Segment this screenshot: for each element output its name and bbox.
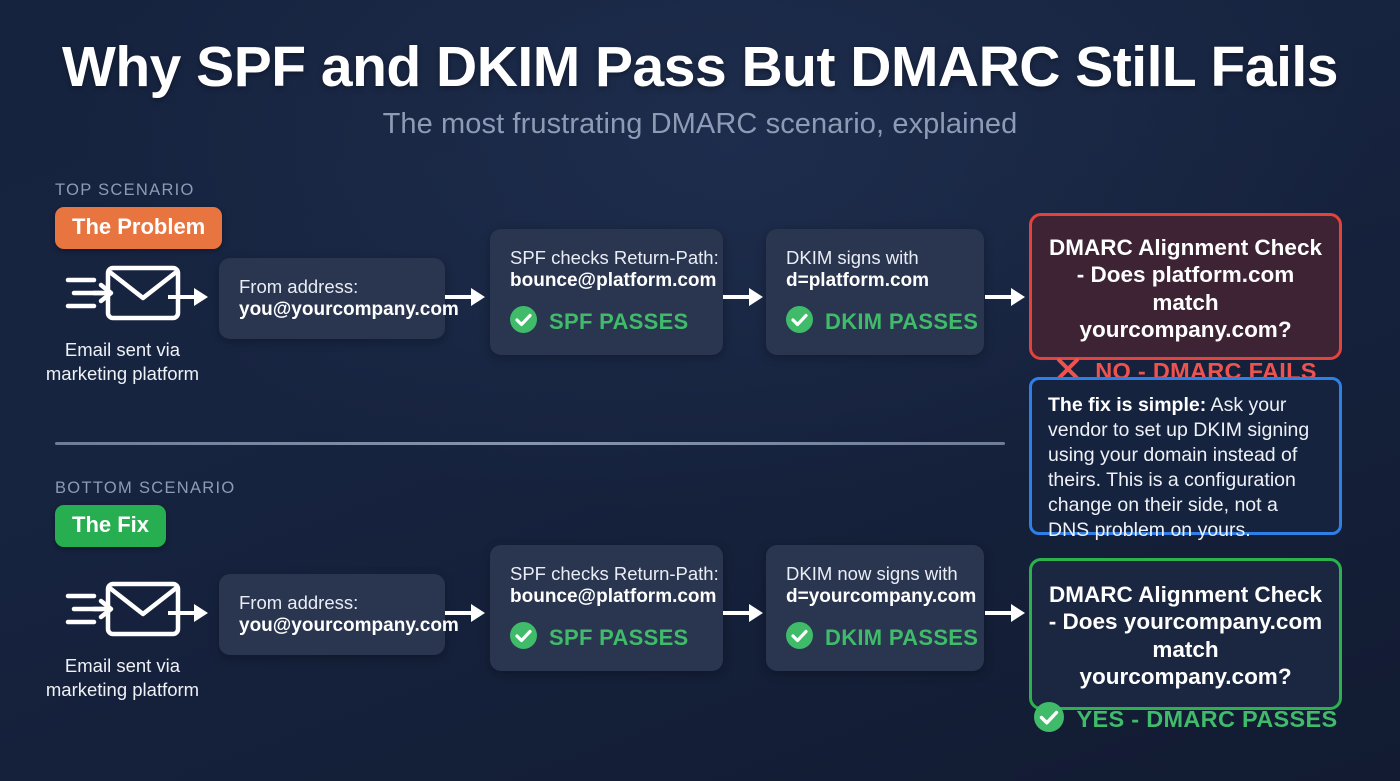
bottom-scenario-badge: The Fix	[55, 505, 167, 547]
step-label: SPF checks Return-Path:	[510, 563, 719, 584]
check-circle-icon	[786, 305, 813, 338]
check-circle-icon	[786, 621, 813, 654]
outcome-title: DMARC Alignment Check - Does yourcompany…	[1048, 582, 1323, 690]
arrow-right-icon	[984, 601, 1028, 625]
spf-result: SPF PASSES	[510, 305, 705, 338]
x-mark-icon	[1054, 355, 1082, 388]
header: Why SPF and DKIM Pass But DMARC StilL Fa…	[0, 35, 1400, 141]
top-step-spf: SPF checks Return-Path: bounce@platform.…	[490, 229, 723, 355]
step-label: DKIM now signs with	[786, 563, 958, 584]
top-email-source: Email sent via marketing platform	[40, 262, 205, 385]
step-value: d=platform.com	[786, 270, 930, 292]
step-value: d=yourcompany.com	[786, 586, 977, 608]
spf-result: SPF PASSES	[510, 621, 705, 654]
step-value: bounce@platform.com	[510, 270, 717, 292]
email-sent-icon	[40, 262, 205, 329]
dkim-result: DKIM PASSES	[786, 305, 978, 338]
spf-result-text: SPF PASSES	[549, 308, 689, 334]
step-label: DKIM signs with	[786, 247, 919, 268]
fix-note-lead: The fix is simple:	[1048, 394, 1207, 416]
step-label: SPF checks Return-Path:	[510, 247, 719, 268]
bottom-outcome-dmarc-pass: DMARC Alignment Check - Does yourcompany…	[1029, 558, 1342, 732]
step-value: you@yourcompany.com	[239, 299, 459, 321]
top-step-from-address: From address: you@yourcompany.com	[219, 258, 459, 339]
bottom-step-from-address: From address: you@yourcompany.com	[219, 574, 459, 655]
page-title: Why SPF and DKIM Pass But DMARC StilL Fa…	[62, 35, 1338, 99]
fix-note-body: Ask your vendor to set up DKIM signing u…	[1048, 394, 1310, 541]
arrow-right-icon	[984, 285, 1028, 309]
email-sent-icon	[40, 578, 205, 645]
arrow-right-icon	[722, 601, 766, 625]
arrow-right-icon	[722, 285, 766, 309]
step-label: From address:	[239, 592, 359, 613]
dkim-result-text: DKIM PASSES	[825, 624, 979, 650]
step-value: bounce@platform.com	[510, 586, 717, 608]
check-circle-icon	[510, 305, 537, 338]
dkim-result-text: DKIM PASSES	[825, 308, 979, 334]
dkim-result: DKIM PASSES	[786, 621, 978, 654]
outcome-result-text: YES - DMARC PASSES	[1076, 705, 1338, 732]
top-email-source-caption: Email sent via marketing platform	[45, 339, 200, 384]
outcome-result: YES - DMARC PASSES	[1033, 701, 1337, 737]
spf-result-text: SPF PASSES	[549, 624, 689, 650]
top-outcome-dmarc-fail: DMARC Alignment Check - Does platform.co…	[1029, 213, 1342, 384]
bottom-email-source: Email sent via marketing platform	[40, 578, 205, 701]
arrow-right-icon	[167, 285, 211, 309]
bottom-email-source-caption: Email sent via marketing platform	[45, 655, 200, 700]
check-circle-icon	[510, 621, 537, 654]
top-scenario-badge: The Problem	[55, 207, 223, 249]
fix-note-text: The fix is simple: Ask your vendor to se…	[1048, 393, 1323, 543]
arrow-right-icon	[444, 601, 488, 625]
arrow-right-icon	[444, 285, 488, 309]
top-step-dkim: DKIM signs with d=platform.com DKIM PASS…	[766, 229, 984, 355]
page-subtitle: The most frustrating DMARC scenario, exp…	[382, 107, 1018, 140]
top-scenario-label: TOP SCENARIO	[55, 181, 195, 199]
bottom-scenario-label: BOTTOM SCENARIO	[55, 479, 236, 497]
step-label: From address:	[239, 276, 359, 297]
section-divider	[55, 442, 1005, 445]
outcome-title: DMARC Alignment Check - Does platform.co…	[1049, 235, 1322, 343]
step-value: you@yourcompany.com	[239, 615, 459, 637]
fix-note-box: The fix is simple: Ask your vendor to se…	[1029, 377, 1342, 541]
check-circle-icon	[1033, 701, 1064, 737]
arrow-right-icon	[167, 601, 211, 625]
bottom-step-spf: SPF checks Return-Path: bounce@platform.…	[490, 545, 723, 671]
bottom-step-dkim: DKIM now signs with d=yourcompany.com DK…	[766, 545, 984, 671]
